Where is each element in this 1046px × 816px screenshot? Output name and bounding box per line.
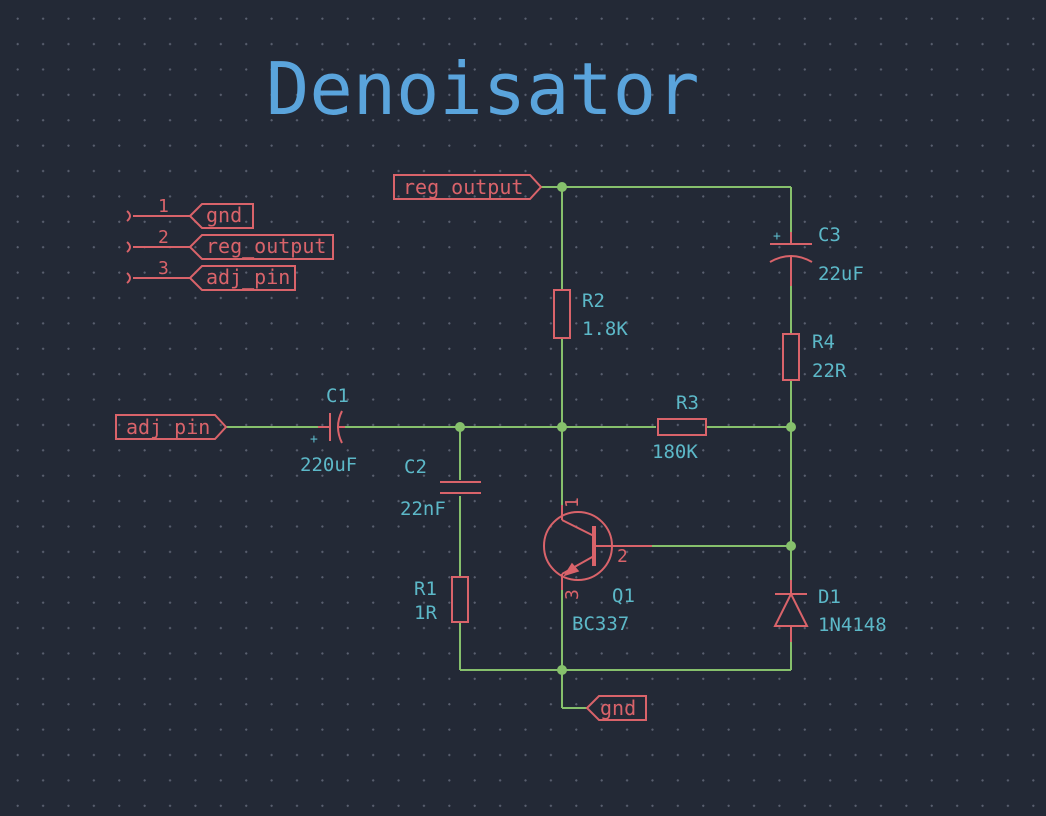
label-gnd-text: gnd [600, 696, 636, 720]
label-adj-pin-text: adj_pin [126, 415, 210, 439]
junction-mid [557, 422, 567, 432]
r4-value: 22R [812, 360, 847, 382]
r4-body [782, 333, 800, 381]
q1-pin3-number: 3 [562, 589, 583, 600]
label-gnd[interactable]: gnd [585, 695, 647, 721]
r2-body [553, 289, 571, 339]
wires [226, 186, 792, 709]
connector-pin2-socket [126, 241, 131, 253]
q1-ref: Q1 [612, 585, 635, 607]
q1-emitter-arrow-icon [563, 562, 580, 577]
junction-bottom [557, 665, 567, 675]
c1-value: 220uF [300, 454, 357, 476]
label-adj-pin[interactable]: adj_pin [115, 414, 228, 440]
label-reg-output-shape [393, 174, 543, 200]
label-gnd-connector-shape [188, 203, 254, 229]
label-adj-pin-connector[interactable]: adj_pin [188, 265, 296, 291]
capacitor-c1[interactable]: + C1 220uF [300, 385, 357, 476]
connector-pin1-number: 1 [158, 196, 169, 217]
schematic-title: Denoisator [266, 47, 699, 131]
q1-pin1-number: 1 [562, 497, 583, 508]
d1-ref: D1 [818, 586, 841, 608]
label-adj-pin-shape [115, 414, 228, 440]
resistor-r3[interactable]: R3 180K [652, 392, 707, 463]
capacitor-c3[interactable]: + C3 22uF [769, 224, 864, 286]
junction-top [557, 182, 567, 192]
d1-anode-triangle [773, 591, 809, 627]
connector-pin3-number: 3 [158, 258, 169, 279]
resistor-r4[interactable]: R4 22R [782, 331, 847, 382]
c2-value: 22nF [400, 498, 446, 520]
resistor-r1[interactable]: R1 1R [414, 576, 469, 624]
c3-value: 22uF [818, 263, 864, 285]
label-adj-pin-connector-text: adj_pin [206, 265, 290, 289]
r3-ref: R3 [676, 392, 699, 414]
r1-ref: R1 [414, 578, 437, 600]
c3-ref: C3 [818, 224, 841, 246]
label-gnd-connector-text: gnd [206, 203, 242, 227]
label-reg-output-connector-shape [188, 234, 334, 260]
junction-r4 [786, 422, 796, 432]
q1-pin2-number: 2 [617, 546, 628, 567]
transistor-q1[interactable]: 1 2 3 Q1 BC337 [543, 497, 652, 635]
junction-base [786, 541, 796, 551]
c3-plus-icon: + [773, 229, 781, 244]
label-reg-output-connector-text: reg_output [206, 234, 326, 258]
junctions [455, 182, 796, 675]
c1-ref: C1 [326, 385, 349, 407]
resistor-r2[interactable]: R2 1.8K [553, 289, 628, 340]
label-reg-output-connector[interactable]: reg_output [188, 234, 334, 260]
label-reg-output[interactable]: reg_output [393, 174, 543, 200]
label-gnd-connector[interactable]: gnd [188, 203, 254, 229]
connector-pin3-socket [126, 272, 131, 284]
r3-body [657, 418, 707, 436]
diode-d1[interactable]: D1 1N4148 [773, 580, 887, 642]
label-reg-output-text: reg_output [403, 175, 523, 199]
connector-pin1-socket [126, 210, 131, 222]
q1-value: BC337 [572, 613, 629, 635]
r2-ref: R2 [582, 290, 605, 312]
r1-body [451, 576, 469, 623]
label-gnd-shape [585, 695, 647, 721]
r3-value: 180K [652, 441, 698, 463]
r2-value: 1.8K [582, 318, 628, 340]
d1-value: 1N4148 [818, 614, 887, 636]
junction-c2 [455, 422, 465, 432]
c1-plus-icon: + [310, 432, 318, 447]
label-adj-pin-connector-shape [188, 265, 296, 291]
r1-value: 1R [414, 602, 437, 624]
connector-j1[interactable]: 1 2 3 [126, 196, 190, 284]
q1-collector-line [561, 519, 595, 537]
r4-ref: R4 [812, 331, 835, 353]
connector-pin2-number: 2 [158, 227, 169, 248]
capacitor-c2[interactable]: C2 22nF [400, 456, 481, 520]
c2-ref: C2 [404, 456, 427, 478]
